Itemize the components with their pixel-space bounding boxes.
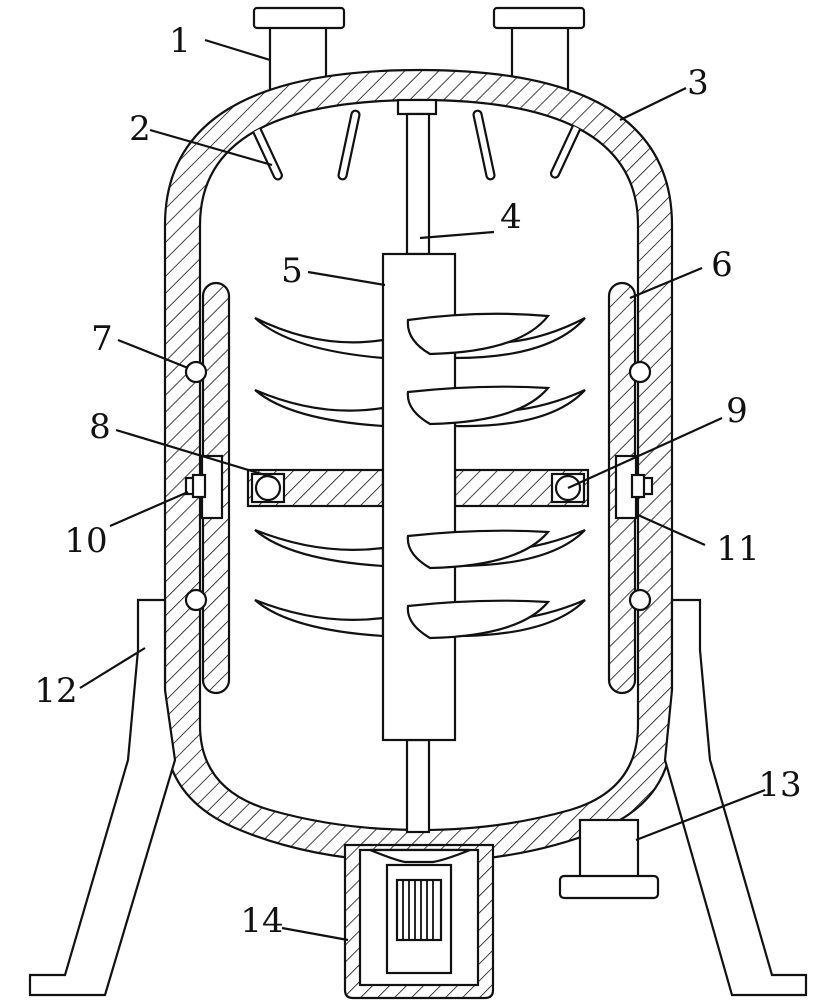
part-label-3: 3 — [687, 63, 709, 103]
stirring-blades-front — [406, 312, 551, 640]
part-label-12: 12 — [34, 671, 77, 711]
part-label-14: 14 — [240, 901, 283, 941]
part-label-4: 4 — [500, 197, 522, 237]
crossbar-ball-left — [254, 474, 282, 502]
drive-shaft — [405, 112, 431, 256]
stirring-blades-left — [254, 317, 385, 638]
part-label-9: 9 — [726, 391, 748, 431]
support-leg-left — [28, 598, 177, 997]
part-label-1: 1 — [169, 21, 191, 61]
part-label-11: 11 — [716, 529, 759, 569]
motor-housing — [343, 843, 495, 1000]
shaft-top-bearing — [396, 98, 438, 116]
inlet-pipe-right — [492, 6, 586, 98]
spray-nozzles — [249, 109, 583, 181]
part-label-13: 13 — [758, 765, 801, 805]
slider-right — [614, 454, 654, 520]
leader-lines — [79, 38, 766, 942]
part-label-7: 7 — [91, 319, 113, 359]
support-leg-right — [663, 598, 808, 997]
part-labels: 1 2 3 4 5 6 7 8 9 10 11 12 13 14 — [34, 21, 801, 941]
outlet-pipe — [558, 818, 660, 900]
slider-left — [184, 454, 224, 520]
part-label-10: 10 — [64, 521, 107, 561]
part-label-2: 2 — [129, 109, 151, 149]
part-label-8: 8 — [89, 407, 111, 447]
drive-shaft-lower — [405, 738, 431, 834]
rollers — [184, 360, 652, 612]
part-label-6: 6 — [711, 245, 733, 285]
part-label-5: 5 — [281, 251, 303, 291]
